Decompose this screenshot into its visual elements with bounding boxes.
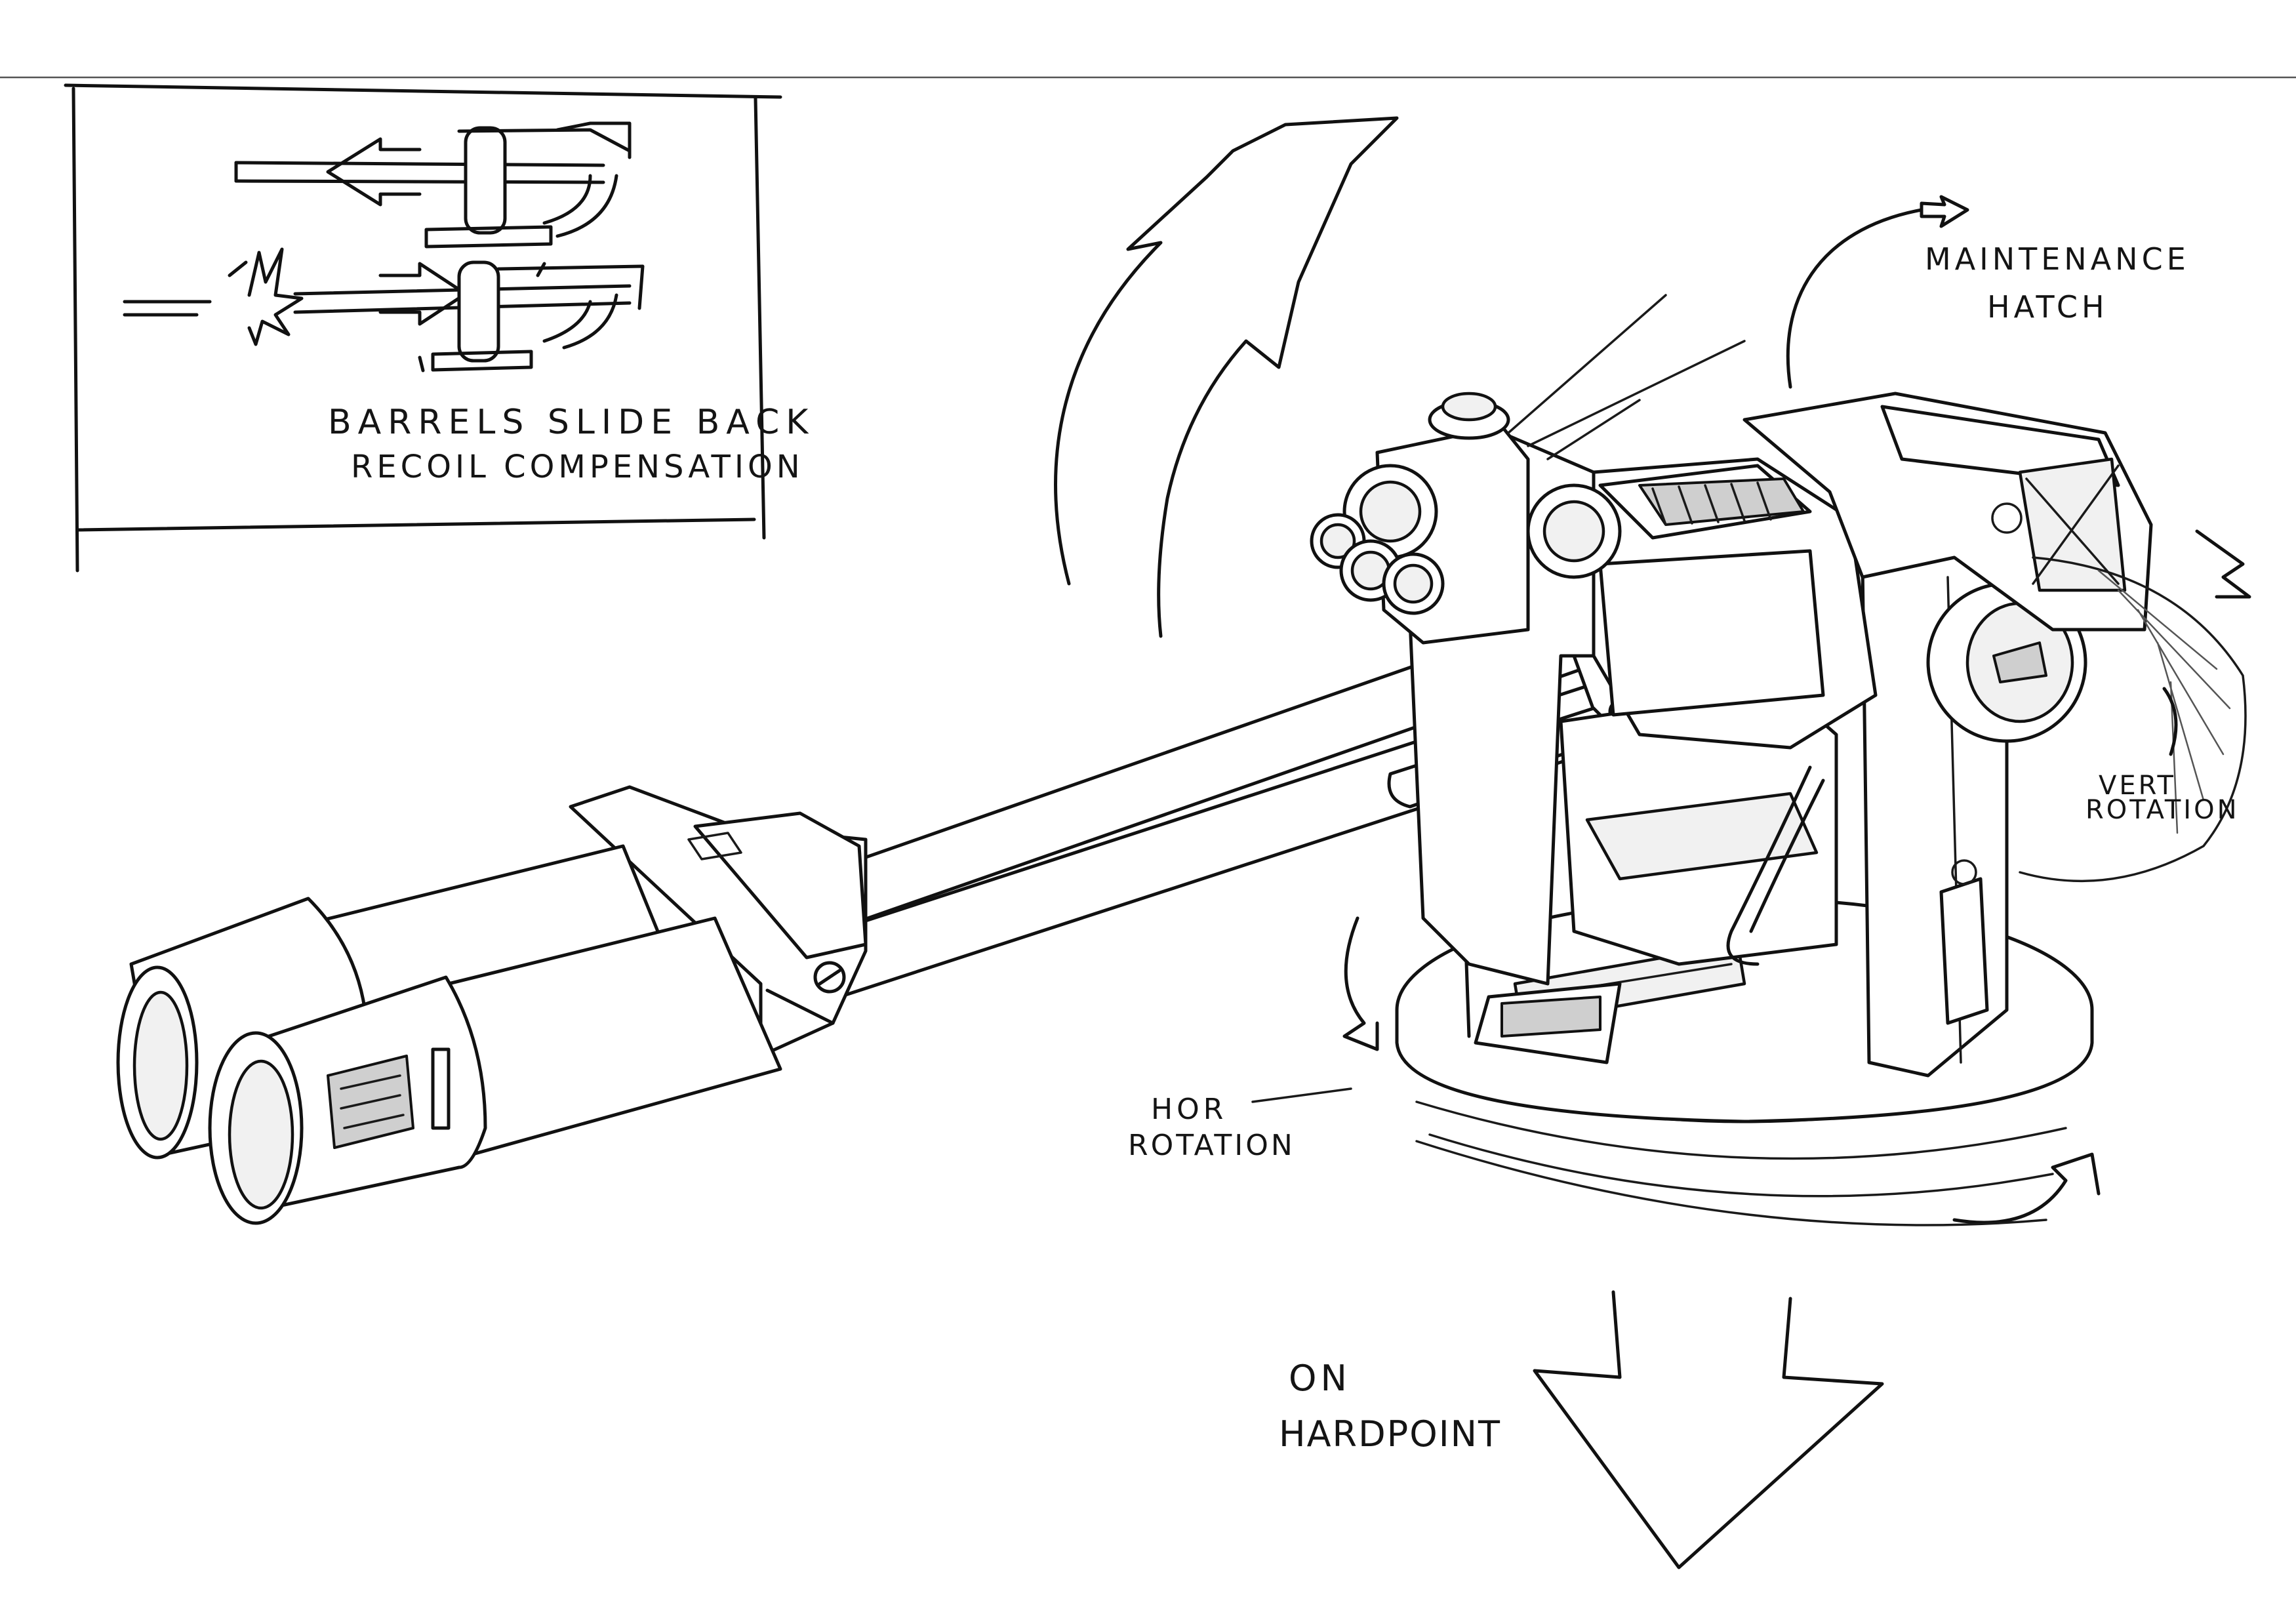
barrel-clamp bbox=[569, 785, 868, 1058]
vert-rotation-arrow bbox=[2019, 529, 2251, 883]
hardpoint-arrow bbox=[1533, 1290, 1884, 1569]
recoil-diagram-bottom bbox=[123, 247, 645, 373]
maintenance-hatch-label-line2: HATCH bbox=[1987, 289, 2108, 325]
inset-caption-line1: BARRELS SLIDE BACK bbox=[328, 403, 815, 442]
inset-caption-line2: RECOIL COMPENSATION bbox=[351, 449, 804, 485]
muzzle-barrels bbox=[116, 844, 782, 1225]
maintenance-hatch-label-line1: MAINTENANCE bbox=[1925, 241, 2190, 277]
hor-rotation-arrows bbox=[1251, 916, 2101, 1226]
hor-rotation-label-line2: ROTATION bbox=[1128, 1129, 1295, 1162]
hor-rotation-label-line1: HOR bbox=[1151, 1093, 1228, 1126]
turret-housing bbox=[1310, 294, 2153, 750]
recoil-inset-frame bbox=[64, 83, 782, 573]
recoil-diagram-top bbox=[234, 121, 632, 249]
hardpoint-label-line2: HARDPOINT bbox=[1279, 1413, 1502, 1455]
vert-rotation-label-line1: VERT bbox=[2099, 771, 2176, 801]
hardpoint-label-line1: ON bbox=[1289, 1358, 1351, 1399]
elevation-arrow bbox=[1054, 116, 1399, 638]
vert-rotation-label-line2: ROTATION bbox=[2085, 795, 2240, 825]
hatch-open-arrow bbox=[1786, 195, 1969, 389]
